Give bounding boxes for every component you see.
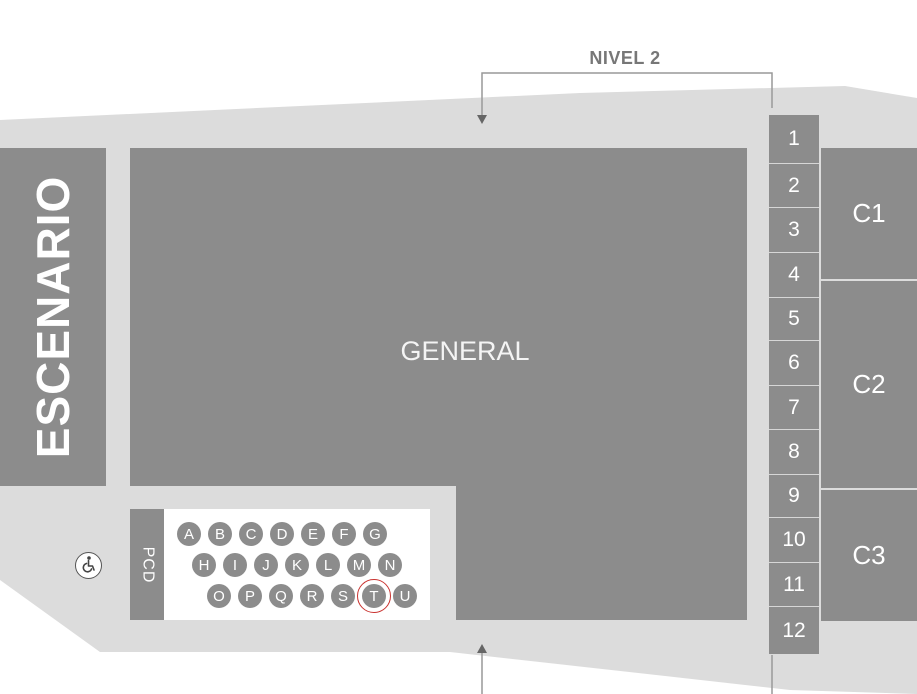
pcd-label: PCD	[139, 546, 156, 583]
seat-c[interactable]: C	[239, 522, 263, 546]
row-5[interactable]: 5	[769, 297, 819, 340]
seat-r[interactable]: R	[300, 584, 324, 608]
seat-i[interactable]: I	[223, 553, 247, 577]
seat-k[interactable]: K	[285, 553, 309, 577]
seat-e[interactable]: E	[301, 522, 325, 546]
row-11[interactable]: 11	[769, 562, 819, 606]
seat-u[interactable]: U	[393, 584, 417, 608]
nivel-bracket	[477, 72, 773, 694]
row-8[interactable]: 8	[769, 429, 819, 474]
seat-f[interactable]: F	[332, 522, 356, 546]
pcd-zone: PCD	[130, 509, 164, 620]
seat-s[interactable]: S	[331, 584, 355, 608]
seat-a[interactable]: A	[177, 522, 201, 546]
seat-h[interactable]: H	[192, 553, 216, 577]
seat-o[interactable]: O	[207, 584, 231, 608]
row-12[interactable]: 12	[769, 606, 819, 654]
seat-g[interactable]: G	[363, 522, 387, 546]
seat-l[interactable]: L	[316, 553, 340, 577]
zone-c3[interactable]: C3	[821, 490, 917, 621]
row-9[interactable]: 9	[769, 474, 819, 517]
row-4[interactable]: 4	[769, 252, 819, 297]
zone-c3-label: C3	[852, 540, 886, 570]
wheelchair-icon	[75, 552, 102, 579]
row-10[interactable]: 10	[769, 517, 819, 562]
general-lower	[456, 480, 747, 620]
stage-zone: ESCENARIO	[0, 148, 106, 486]
arrow-up-icon	[477, 644, 487, 653]
zone-c2[interactable]: C2	[821, 281, 917, 488]
zone-c1[interactable]: C1	[821, 148, 917, 279]
seat-j[interactable]: J	[254, 553, 278, 577]
zone-c1-label: C1	[852, 198, 886, 228]
selected-seat-marker	[357, 579, 391, 613]
zone-c2-label: C2	[852, 369, 886, 399]
general-zone-label[interactable]: GENERAL	[400, 336, 530, 366]
row-1[interactable]: 1	[788, 127, 800, 150]
seat-b[interactable]: B	[208, 522, 232, 546]
seat-d[interactable]: D	[270, 522, 294, 546]
nivel-label: NIVEL 2	[589, 48, 661, 68]
seat-q[interactable]: Q	[269, 584, 293, 608]
stage-label: ESCENARIO	[27, 175, 80, 459]
seat-m[interactable]: M	[347, 553, 371, 577]
row-3[interactable]: 3	[769, 207, 819, 252]
row-7[interactable]: 7	[769, 385, 819, 429]
general-upper	[130, 148, 747, 486]
seat-n[interactable]: N	[378, 553, 402, 577]
row-6[interactable]: 6	[769, 340, 819, 385]
row-2[interactable]: 2	[769, 163, 819, 207]
arrow-down-icon	[477, 115, 487, 124]
seat-p[interactable]: P	[238, 584, 262, 608]
